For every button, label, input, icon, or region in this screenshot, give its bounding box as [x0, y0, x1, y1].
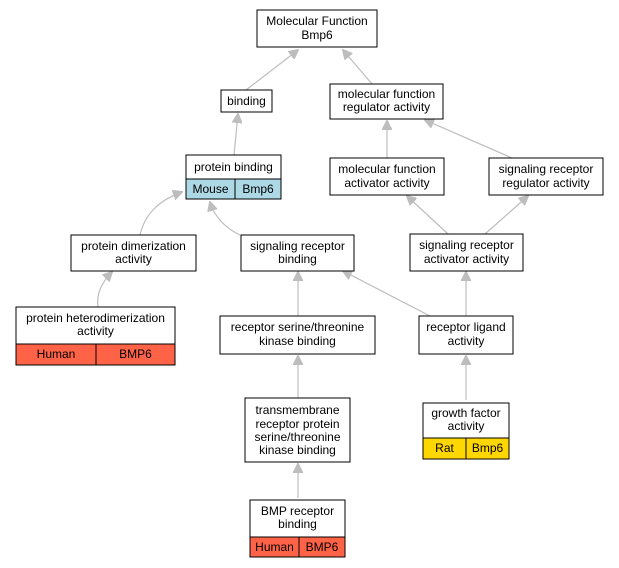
- gene-cell-rat: [465, 437, 510, 460]
- node-label-line: molecular function: [338, 87, 435, 101]
- node-protein-dimerization[interactable]: protein dimerization activity: [70, 234, 197, 272]
- node-receptor-ligand-activity[interactable]: receptor ligand activity: [418, 315, 514, 355]
- node-label-line: protein dimerization: [81, 239, 186, 253]
- gene-cell-human: [95, 343, 176, 366]
- node-label-line: activator activity: [424, 252, 509, 266]
- node-label-line: activity: [448, 419, 485, 433]
- node-signaling-receptor-binding[interactable]: signaling receptor binding: [240, 234, 355, 272]
- node-label-line: Bmp6: [301, 28, 333, 42]
- gene-label: Bmp6: [472, 441, 504, 455]
- node-label-line: receptor protein: [255, 417, 339, 431]
- node-molecular-function-activator[interactable]: molecular function activator activity: [329, 157, 445, 196]
- species-label: Human: [255, 540, 294, 554]
- edges: [97, 50, 528, 498]
- node-label-line: binding: [278, 517, 317, 531]
- node-label-line: signaling receptor: [419, 238, 514, 252]
- node-molecular-function-regulator[interactable]: molecular function regulator activity: [329, 83, 444, 120]
- node-label-line: signaling receptor: [499, 162, 594, 176]
- edge-sigrecreg-to-regulator: [425, 120, 513, 159]
- node-label-line: regulator activity: [343, 100, 430, 114]
- node-label-line: kinase binding: [259, 443, 336, 457]
- edge-proteinbinding-to-binding: [234, 114, 238, 156]
- edge-sigrecbinding-to-proteinbinding: [210, 202, 241, 236]
- node-label-line: receptor serine/threonine: [231, 320, 365, 334]
- gene-cell-human: [298, 536, 346, 558]
- node-label-line: regulator activity: [502, 176, 589, 190]
- node-label-line: receptor ligand: [426, 320, 505, 334]
- node-bmp-receptor-binding[interactable]: BMP receptor binding Human BMP6: [249, 499, 346, 558]
- node-label-line: binding: [278, 252, 317, 266]
- edge-binding-to-root: [245, 50, 298, 91]
- gene-label: BMP6: [306, 540, 339, 554]
- gene-cell-mouse: [234, 178, 282, 200]
- node-label-line: binding: [227, 94, 266, 108]
- node-growth-factor-activity[interactable]: growth factor activity Rat Bmp6: [422, 402, 510, 460]
- gene-label: BMP6: [119, 347, 152, 361]
- node-label-line: BMP receptor: [261, 504, 334, 518]
- edge-dimerization-to-proteinbinding: [139, 192, 182, 236]
- node-protein-heterodimerization[interactable]: protein heterodimerization activity Huma…: [15, 306, 176, 366]
- node-label-line: activity: [77, 324, 114, 338]
- edge-heterodimerization-to-dimerization: [97, 272, 112, 308]
- node-label-line: activity: [115, 252, 152, 266]
- edge-sigrecactivator-to-sigrecreg: [484, 196, 528, 235]
- node-label-line: molecular function: [338, 162, 435, 176]
- node-label-line: activity: [448, 334, 485, 348]
- edge-sigrecactivator-to-activator: [407, 196, 449, 235]
- nodes: Molecular Function Bmp6 binding molecula…: [15, 9, 604, 558]
- node-receptor-ser-thr-kinase-binding[interactable]: receptor serine/threonine kinase binding: [219, 315, 376, 355]
- node-label-line: signaling receptor: [250, 239, 345, 253]
- node-label-line: protein binding: [194, 160, 273, 174]
- node-label-line: growth factor: [431, 406, 500, 420]
- node-signaling-receptor-activator[interactable]: signaling receptor activator activity: [409, 233, 524, 272]
- node-protein-binding[interactable]: protein binding Mouse Bmp6: [185, 154, 282, 200]
- node-label-line: protein heterodimerization: [26, 311, 165, 325]
- node-label-line: kinase binding: [259, 334, 336, 348]
- species-label: Rat: [435, 441, 454, 455]
- node-label-line: activator activity: [344, 176, 429, 190]
- node-binding[interactable]: binding: [220, 89, 273, 113]
- node-molecular-function-root[interactable]: Molecular Function Bmp6: [256, 9, 378, 48]
- species-label: Human: [37, 347, 76, 361]
- node-label-line: serine/threonine: [254, 430, 340, 444]
- node-label-line: transmembrane: [255, 403, 339, 417]
- species-label: Mouse: [192, 182, 228, 196]
- node-label-line: Molecular Function: [266, 14, 367, 28]
- node-transmembrane-receptor[interactable]: transmembrane receptor protein serine/th…: [244, 397, 351, 463]
- gene-label: Bmp6: [242, 182, 274, 196]
- edge-ligand-to-sigrecbinding: [343, 271, 431, 317]
- edge-regulator-to-root: [343, 50, 373, 85]
- node-signaling-receptor-regulator[interactable]: signaling receptor regulator activity: [488, 157, 604, 196]
